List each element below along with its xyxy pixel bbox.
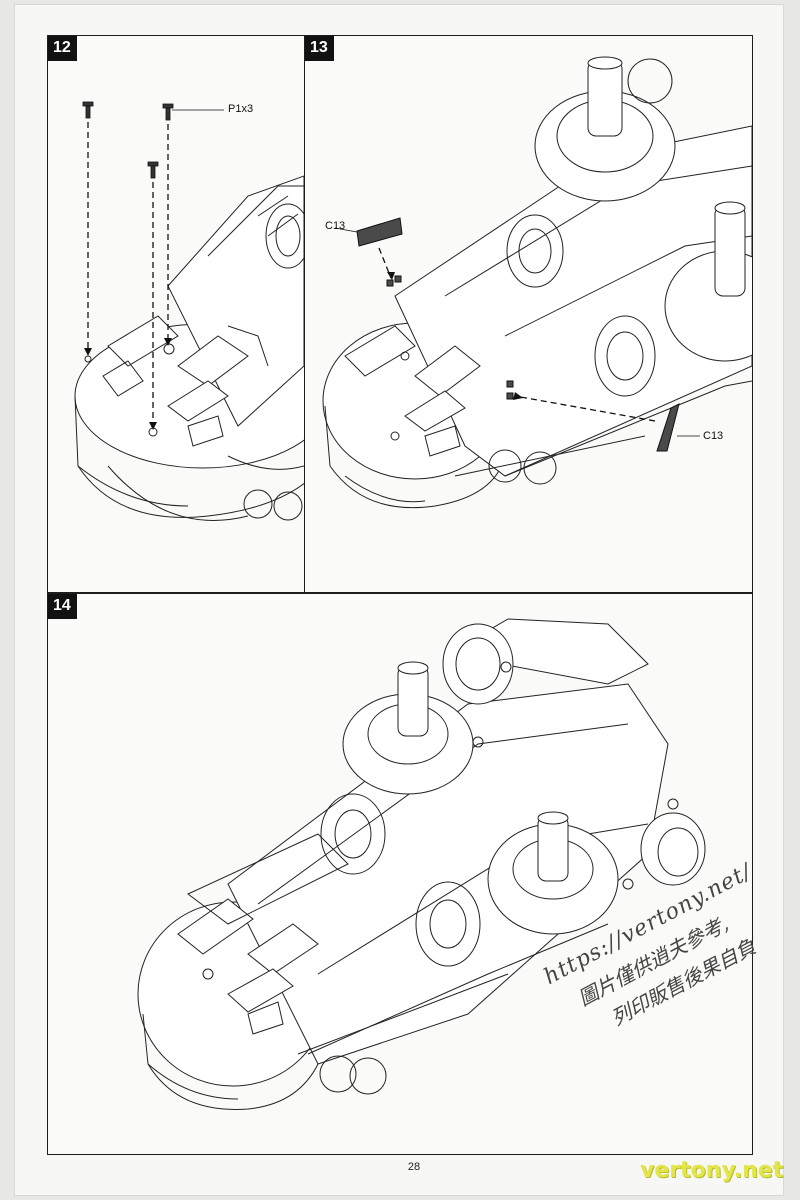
step-14-illustration	[137, 618, 706, 1110]
step-13-illustration	[322, 56, 752, 509]
part-callout-c13-top: C13	[325, 220, 346, 232]
step-number: 14	[48, 594, 77, 619]
page-number: 28	[407, 1161, 421, 1173]
site-mark: vertony.net	[640, 1158, 784, 1183]
step-number: 12	[48, 36, 77, 61]
part-callout-p1x3: P1x3	[228, 103, 254, 115]
step-13-panel: 13	[304, 35, 753, 593]
step-12-panel: 12	[47, 35, 305, 593]
step-14-panel: 14	[47, 593, 753, 1155]
manual-page: 12	[14, 4, 784, 1196]
step-number: 13	[305, 36, 334, 61]
part-callout-c13-right: C13	[703, 430, 724, 442]
step-12-illustration	[74, 101, 304, 521]
